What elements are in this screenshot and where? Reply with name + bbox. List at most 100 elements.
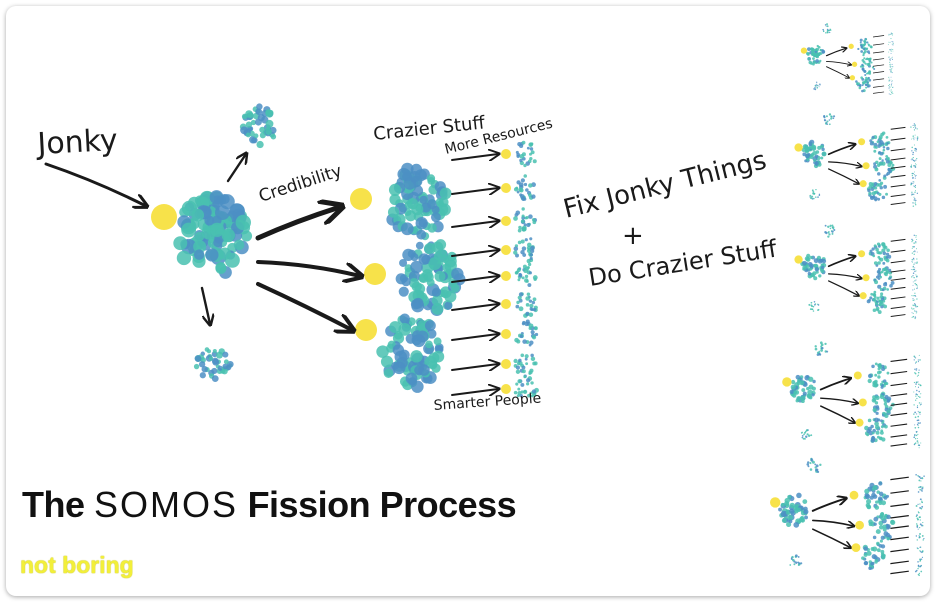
mini-gen2 (867, 362, 890, 389)
fission-diagram: Jonky Credibility Crazier Stuff More Res… (35, 23, 925, 577)
arrow-gen3-6 (451, 304, 498, 310)
mini-arrow-3 (826, 66, 849, 78)
arrow-to-core-1 (255, 207, 340, 241)
mini-core (859, 180, 867, 188)
mini-gen3 (910, 153, 918, 162)
mini-cluster-bottom (813, 81, 821, 91)
yellow-cores (151, 149, 511, 394)
mini-arrow-2 (828, 161, 862, 166)
arrow-gen3-8 (451, 364, 498, 370)
mini-gen3 (888, 56, 893, 61)
mini-arrow (890, 126, 906, 130)
mini-gen2 (868, 242, 892, 267)
mini-arrow (890, 249, 906, 253)
mini-cluster-bottom (809, 188, 821, 200)
mini-gen3 (913, 410, 921, 419)
gen3-core-4 (501, 245, 511, 255)
mini-gen3 (915, 511, 921, 521)
mini-gen3 (913, 440, 922, 449)
mini-core (851, 61, 858, 67)
mini-gen3 (916, 546, 924, 554)
mini-cluster-bottom (808, 301, 820, 312)
mini-arrow (890, 402, 908, 406)
mini-gen3 (888, 48, 894, 55)
page-title: The SOMOS Fission Process (22, 484, 517, 526)
mini-main-cluster (805, 44, 826, 66)
mini-arrow-1 (827, 256, 855, 268)
mini-arrow-1 (827, 144, 855, 156)
mini-arrow (890, 382, 908, 387)
mini-arrow (872, 91, 885, 94)
mini-arrow (890, 434, 908, 438)
mini-core (855, 418, 864, 427)
gen2-cluster-2 (395, 239, 466, 317)
mini-gen3 (914, 368, 920, 377)
mini-core (849, 490, 859, 500)
mini-gen3 (910, 265, 917, 274)
mini-arrow (890, 296, 906, 300)
label-plus: + (622, 221, 644, 251)
mini-gen2 (861, 541, 886, 571)
mini-core (853, 371, 862, 380)
mini-gen3 (914, 419, 921, 429)
mini-gen3 (889, 68, 893, 74)
arrow-gen3-9 (451, 389, 498, 395)
mini-arrow (890, 277, 906, 281)
mini-core (848, 43, 854, 49)
gen3-core-9 (501, 384, 511, 394)
mini-gen3 (913, 430, 919, 440)
mini-arrow-1 (811, 498, 846, 512)
mini-gen3 (888, 82, 894, 89)
arrow-gen3-5 (451, 276, 498, 282)
mini-arrow (872, 78, 885, 81)
gen2-cluster-1 (386, 162, 452, 241)
mini-gen3 (913, 389, 922, 400)
mini-gen3 (911, 310, 918, 320)
mini-gen3 (913, 381, 922, 388)
arrow-gen3-4 (451, 250, 498, 256)
gen3-cluster-4 (513, 237, 535, 264)
title-prefix: The (22, 484, 85, 525)
mini-gen3 (911, 274, 918, 283)
gen2-core-3 (355, 319, 377, 341)
mini-arrow (890, 560, 909, 565)
mini-arrow (890, 148, 906, 152)
gen3-core-1 (501, 149, 511, 159)
main-core (151, 204, 177, 230)
cell-clusters (173, 103, 539, 398)
mini-arrow (872, 35, 885, 38)
mini-gen3 (915, 473, 925, 482)
mini-arrow (890, 503, 909, 507)
mini-arrow-3 (828, 168, 859, 184)
title-brand: SOMOS (94, 484, 239, 525)
mini-arrow (890, 165, 906, 169)
mini-arrow (890, 238, 906, 242)
mini-gen3 (914, 565, 923, 577)
mini-gen3 (912, 283, 918, 291)
mini-arrow-3 (820, 405, 855, 423)
gen2-core-2 (364, 263, 386, 285)
mini-gen3 (911, 134, 919, 141)
mini-arrow (890, 306, 906, 309)
mini-core (858, 250, 866, 258)
mini-arrow (890, 490, 909, 494)
mini-diagram-1 (800, 23, 894, 95)
gen3-cluster-5 (514, 262, 538, 288)
mini-diagram-3 (794, 224, 919, 320)
mini-arrow-2 (828, 273, 862, 278)
mini-main-cluster (789, 374, 816, 404)
cluster-bottom (193, 347, 234, 383)
mini-core (849, 75, 856, 81)
gen3-core-7 (501, 329, 511, 339)
mini-gen3 (911, 303, 919, 310)
mini-gen2 (859, 57, 876, 75)
arrow-gen3-2 (451, 188, 498, 194)
mini-gen3 (913, 354, 921, 364)
mini-arrow (872, 85, 885, 88)
gen3-cluster-2 (513, 174, 536, 202)
mini-gen2 (873, 266, 895, 292)
mini-gen3 (913, 399, 922, 409)
mini-arrow-3 (828, 280, 859, 296)
mini-arrow-2 (826, 60, 850, 64)
mini-gen3 (887, 41, 894, 46)
